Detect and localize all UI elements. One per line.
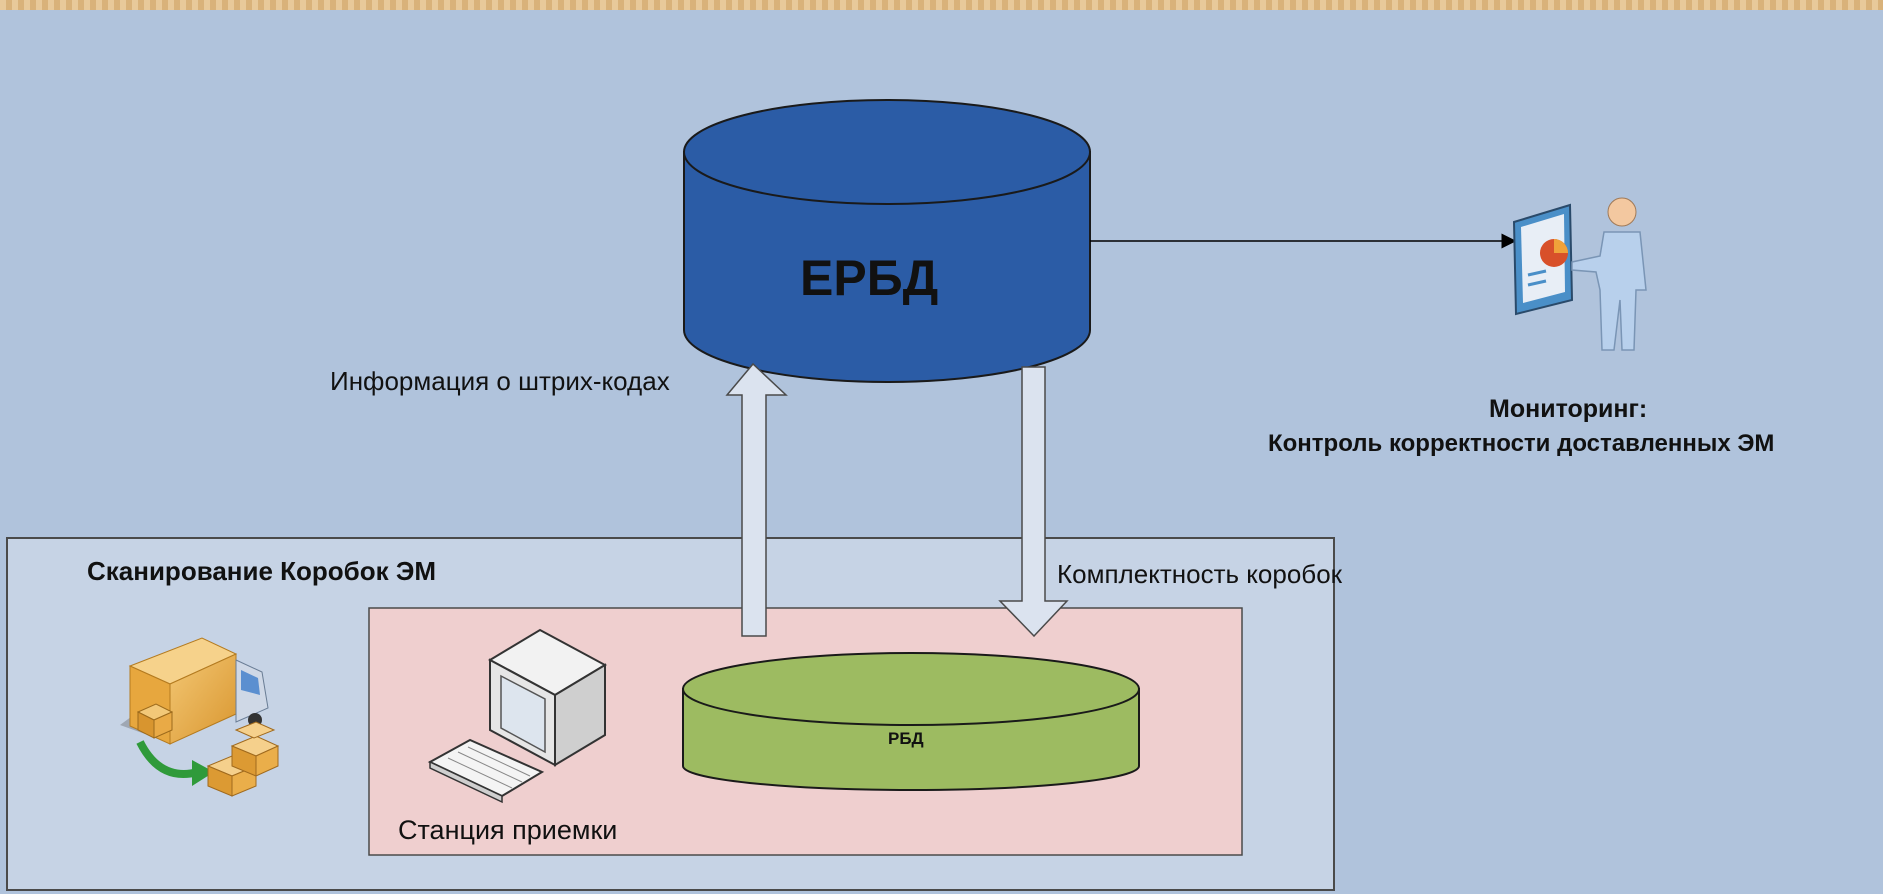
regional-db-label: РБД (888, 729, 924, 748)
barcode-info-up-arrow (725, 362, 788, 637)
barcode-info-label: Информация о штрих-кодах (330, 366, 670, 396)
top-border-stripe (0, 0, 1883, 10)
delivery-truck-icon (120, 637, 280, 797)
station-label: Станция приемки (398, 815, 618, 845)
regional-database-icon (682, 652, 1140, 791)
box-completeness-down-arrow (998, 366, 1069, 638)
scanning-group-title: Сканирование Коробок ЭМ (87, 556, 437, 586)
workstation-computer-icon (427, 628, 608, 804)
central-database-icon (683, 99, 1091, 383)
monitoring-subtitle: Контроль корректности доставленных ЭМ (1268, 430, 1775, 457)
central-db-label: ЕРБД (800, 250, 939, 306)
monitor-user-icon (1512, 197, 1647, 351)
monitoring-title: Мониторинг: (1489, 395, 1648, 423)
box-completeness-label: Комплектность коробок (1057, 559, 1343, 589)
